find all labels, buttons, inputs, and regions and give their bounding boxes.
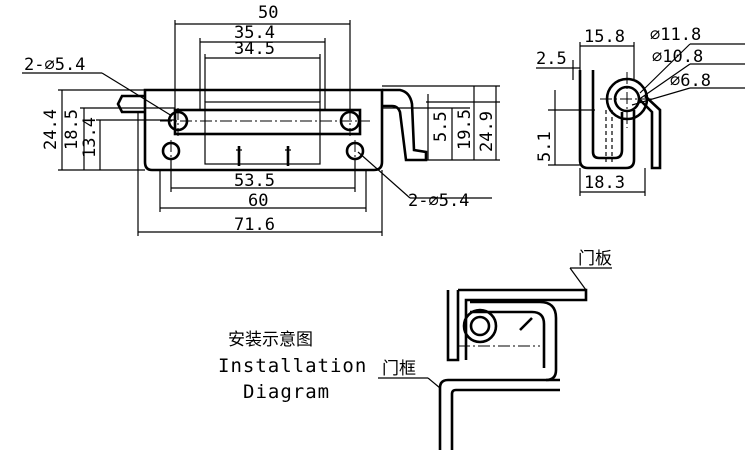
front-view: 50 35.4 34.5 2-⌀5.4 24.4 18.5 13.4 <box>22 3 500 236</box>
dim-24-9: 24.9 <box>477 111 497 152</box>
caption-zh: 安装示意图 <box>228 330 313 350</box>
label-door-frame: 门框 <box>382 359 416 379</box>
dim-hole-right: 2-⌀5.4 <box>408 191 469 211</box>
dim-24-4: 24.4 <box>41 109 61 150</box>
side-body <box>578 70 636 170</box>
dim-60: 60 <box>248 191 268 211</box>
front-arm <box>382 88 428 162</box>
dim-d6-8: ⌀6.8 <box>670 71 711 91</box>
dim-35-4: 35.4 <box>234 23 275 43</box>
dim-d11-8: ⌀11.8 <box>650 25 701 45</box>
front-plate-outline <box>143 88 384 172</box>
side-view: 15.8 ⌀11.8 ⌀10.8 ⌀6.8 2.5 5.1 18.3 <box>535 25 745 196</box>
dim-2-5: 2.5 <box>536 49 567 69</box>
install-barrel-inner <box>469 315 491 337</box>
dim-15-8: 15.8 <box>584 27 625 47</box>
dim-53-5: 53.5 <box>234 171 275 191</box>
front-pin-tip <box>116 94 145 114</box>
dim-d10-8: ⌀10.8 <box>652 47 703 67</box>
dim-34-5: 34.5 <box>234 39 275 59</box>
dim-5-5: 5.5 <box>431 111 451 142</box>
caption-en-1: Installation <box>218 355 367 377</box>
caption-en-2: Diagram <box>243 381 330 403</box>
install-door-panel <box>458 288 588 360</box>
dim-13-4: 13.4 <box>80 117 100 158</box>
install-hinge-body <box>470 300 558 382</box>
dim-18-5: 18.5 <box>62 109 82 150</box>
label-door-panel: 门板 <box>578 249 612 269</box>
dim-18-3: 18.3 <box>584 173 625 193</box>
dim-5-1: 5.1 <box>535 131 555 162</box>
dim-19-5: 19.5 <box>455 109 475 150</box>
dim-hole-left: 2-⌀5.4 <box>24 55 85 75</box>
dim-50: 50 <box>258 3 278 23</box>
front-channel <box>173 108 362 136</box>
install-barrel-outer <box>462 308 498 344</box>
dim-71-6: 71.6 <box>234 215 275 235</box>
installation-diagram: 门板 门框 <box>378 249 612 450</box>
